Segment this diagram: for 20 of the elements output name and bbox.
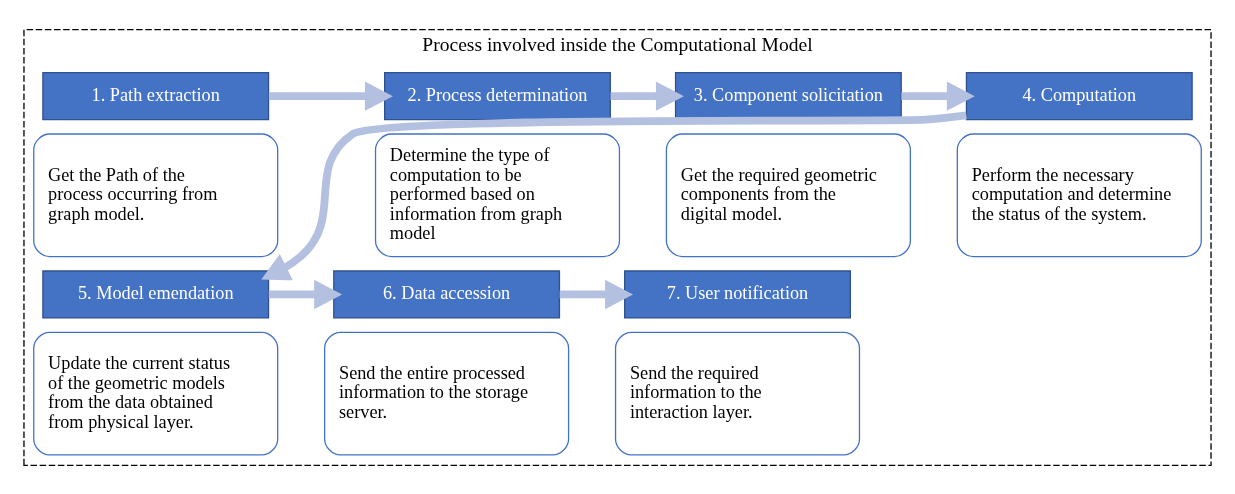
node-box: 7. User notification bbox=[624, 269, 851, 319]
node-box: 1. Path extraction bbox=[42, 71, 270, 120]
node-box: Determine the type of computation to be performed based on information from graph model bbox=[374, 132, 621, 257]
arrow bbox=[268, 279, 343, 309]
node-box: Perform the necessary computation and determine the status of the system. bbox=[956, 132, 1202, 257]
arrow bbox=[268, 81, 393, 111]
node-box: 4. Computation bbox=[965, 71, 1193, 120]
node-box: 2. Process determination bbox=[384, 71, 611, 120]
node-box: Send the entire processed information to the storage server. bbox=[324, 331, 570, 456]
node-box: 3. Component solicitation bbox=[674, 71, 902, 120]
node-box: 6. Data accession bbox=[333, 269, 561, 319]
arrow bbox=[901, 81, 975, 111]
node-box: Get the required geometric components from the digital model. bbox=[665, 132, 911, 257]
arrow bbox=[261, 110, 967, 280]
arrow bbox=[610, 81, 684, 111]
node-box: Send the required information to the interaction layer. bbox=[614, 331, 861, 456]
node-box: Update the current status of the geometric models from the data obtained from physical layer. bbox=[33, 331, 279, 456]
node-box: Get the Path of the process occurring from graph model. bbox=[33, 132, 279, 257]
node-box: 5. Model emendation bbox=[42, 269, 270, 319]
arrow bbox=[559, 279, 634, 309]
